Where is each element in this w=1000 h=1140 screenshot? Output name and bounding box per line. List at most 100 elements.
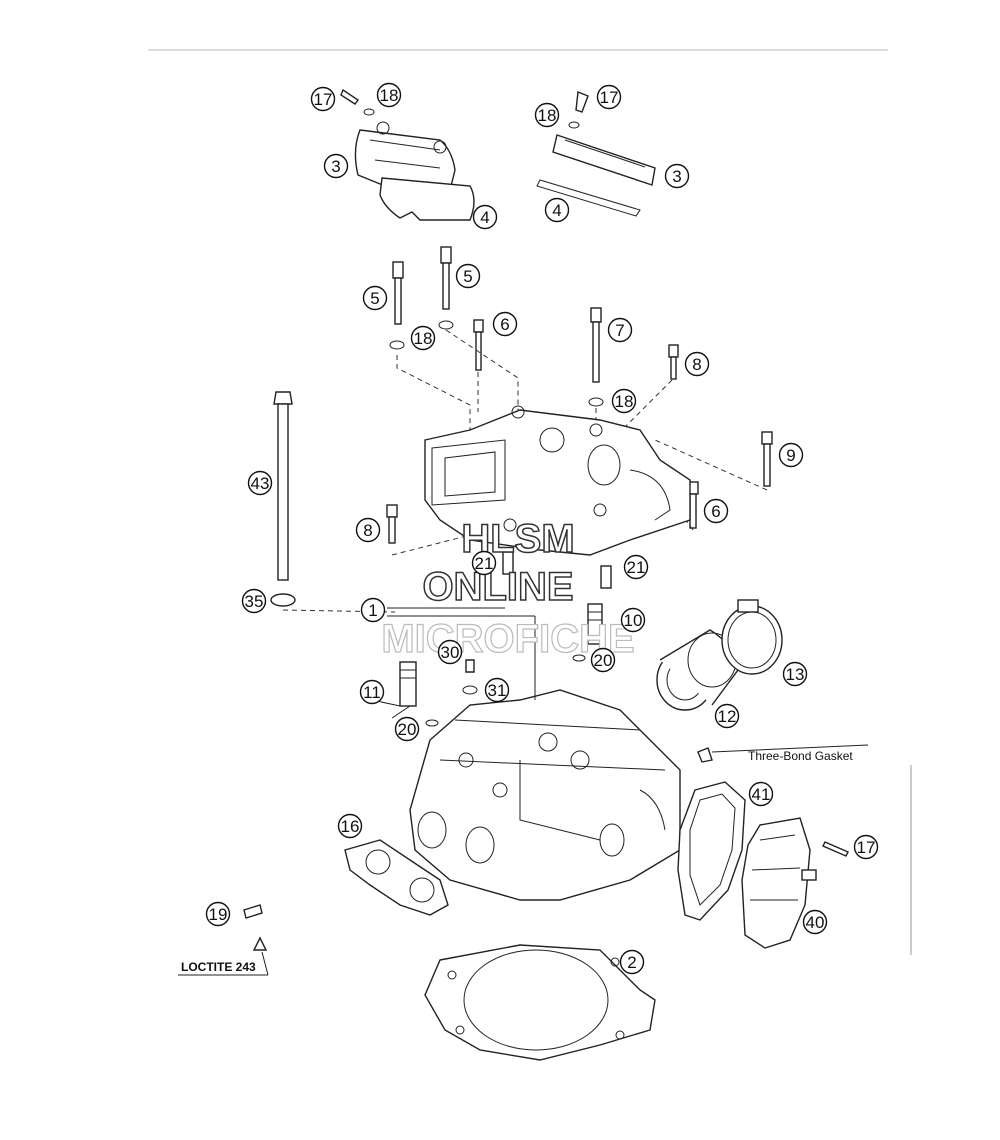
callout-circle xyxy=(802,909,828,935)
watermark: HLSM ONLINE MICROFICHE xyxy=(381,516,636,661)
callout-30: 30 xyxy=(437,639,463,665)
callout-18: 18 xyxy=(410,325,436,351)
callout-5: 5 xyxy=(455,263,481,289)
callout-8: 8 xyxy=(684,351,710,377)
callout-3: 3 xyxy=(323,153,349,179)
callout-number: 2 xyxy=(627,953,636,972)
callout-circle xyxy=(492,311,518,337)
dowel-21-left xyxy=(502,551,514,575)
callout-number: 17 xyxy=(857,838,876,857)
valve-guide-11 xyxy=(399,661,417,707)
callout-43: 43 xyxy=(247,470,273,496)
callout-circle xyxy=(362,285,388,311)
callout-circle xyxy=(544,197,570,223)
camshaft-carrier xyxy=(424,405,691,556)
callout-5: 5 xyxy=(362,285,388,311)
callout-1: 1 xyxy=(360,597,386,623)
watermark-line-2: ONLINE xyxy=(422,565,573,609)
callout-number: 18 xyxy=(538,106,557,125)
callout-number: 21 xyxy=(475,554,494,573)
callout-circle xyxy=(241,588,267,614)
callout-number: 20 xyxy=(398,720,417,739)
callout-21: 21 xyxy=(471,550,497,576)
callout-circle xyxy=(684,351,710,377)
clip-20-right xyxy=(572,654,586,662)
callout-circle xyxy=(471,550,497,576)
bolt-8-lower xyxy=(386,504,398,544)
callout-13: 13 xyxy=(782,661,808,687)
bolt-5-left xyxy=(389,261,405,350)
valve-guide-10 xyxy=(587,603,603,645)
callout-31: 31 xyxy=(484,677,510,703)
callout-circle xyxy=(853,834,879,860)
callout-18: 18 xyxy=(611,388,637,414)
callout-35: 35 xyxy=(241,588,267,614)
callout-number: 21 xyxy=(627,558,646,577)
callout-number: 3 xyxy=(331,157,340,176)
head-gasket-2 xyxy=(424,944,656,1061)
callout-number: 11 xyxy=(363,683,381,702)
callout-number: 20 xyxy=(594,651,613,670)
callout-9: 9 xyxy=(778,442,804,468)
loctite-note: LOCTITE 243 xyxy=(181,960,256,974)
callout-number: 19 xyxy=(209,905,228,924)
callout-18: 18 xyxy=(534,102,560,128)
callout-circle xyxy=(355,517,381,543)
valve-cover-right xyxy=(536,134,656,217)
callout-number: 18 xyxy=(380,86,399,105)
callout-17: 17 xyxy=(853,834,879,860)
callout-40: 40 xyxy=(802,909,828,935)
screw-19 xyxy=(243,904,268,951)
three-bond-pointer xyxy=(697,744,869,763)
callout-number: 18 xyxy=(414,329,433,348)
callout-circle xyxy=(437,639,463,665)
callout-number: 30 xyxy=(441,643,460,662)
callout-number: 9 xyxy=(786,446,795,465)
screw-30 xyxy=(465,659,475,673)
callout-circle xyxy=(360,597,386,623)
callout-circle xyxy=(778,442,804,468)
clip-20-left xyxy=(425,719,439,727)
callout-21: 21 xyxy=(623,554,649,580)
callout-circle xyxy=(748,781,774,807)
callout-circle xyxy=(310,86,336,112)
callout-20: 20 xyxy=(590,647,616,673)
callout-number: 1 xyxy=(368,601,377,620)
callout-circle xyxy=(455,263,481,289)
loctite-leader xyxy=(261,951,269,976)
callout-number: 31 xyxy=(488,681,507,700)
cylinder-head xyxy=(409,689,681,901)
callout-20: 20 xyxy=(394,716,420,742)
callout-16: 16 xyxy=(337,813,363,839)
callout-11: 11 xyxy=(359,679,385,705)
callout-number: 13 xyxy=(786,665,805,684)
callout-41: 41 xyxy=(748,781,774,807)
callout-circle xyxy=(472,204,498,230)
callout-circle xyxy=(619,949,645,975)
leader-lines xyxy=(371,607,536,719)
callout-circle xyxy=(611,388,637,414)
callout-circle xyxy=(205,901,231,927)
intake-manifold-12 xyxy=(656,629,739,711)
screw-17-right xyxy=(568,91,589,129)
callout-circle xyxy=(247,470,273,496)
callout-circle xyxy=(714,703,740,729)
callout-number: 3 xyxy=(672,167,681,186)
callout-number: 10 xyxy=(624,611,643,630)
callout-number: 4 xyxy=(480,208,489,227)
exhaust-gasket-16 xyxy=(344,839,449,916)
callout-number: 17 xyxy=(314,90,333,109)
callout-4: 4 xyxy=(544,197,570,223)
callout-number: 43 xyxy=(251,474,270,493)
callout-circle xyxy=(337,813,363,839)
valve-cover-left xyxy=(354,121,475,221)
callout-10: 10 xyxy=(620,607,646,633)
bolt-6-upper xyxy=(473,319,484,371)
callout-2: 2 xyxy=(619,949,645,975)
callout-circle xyxy=(590,647,616,673)
callout-circle xyxy=(596,84,622,110)
callout-number: 8 xyxy=(363,521,372,540)
callout-number: 12 xyxy=(718,707,737,726)
